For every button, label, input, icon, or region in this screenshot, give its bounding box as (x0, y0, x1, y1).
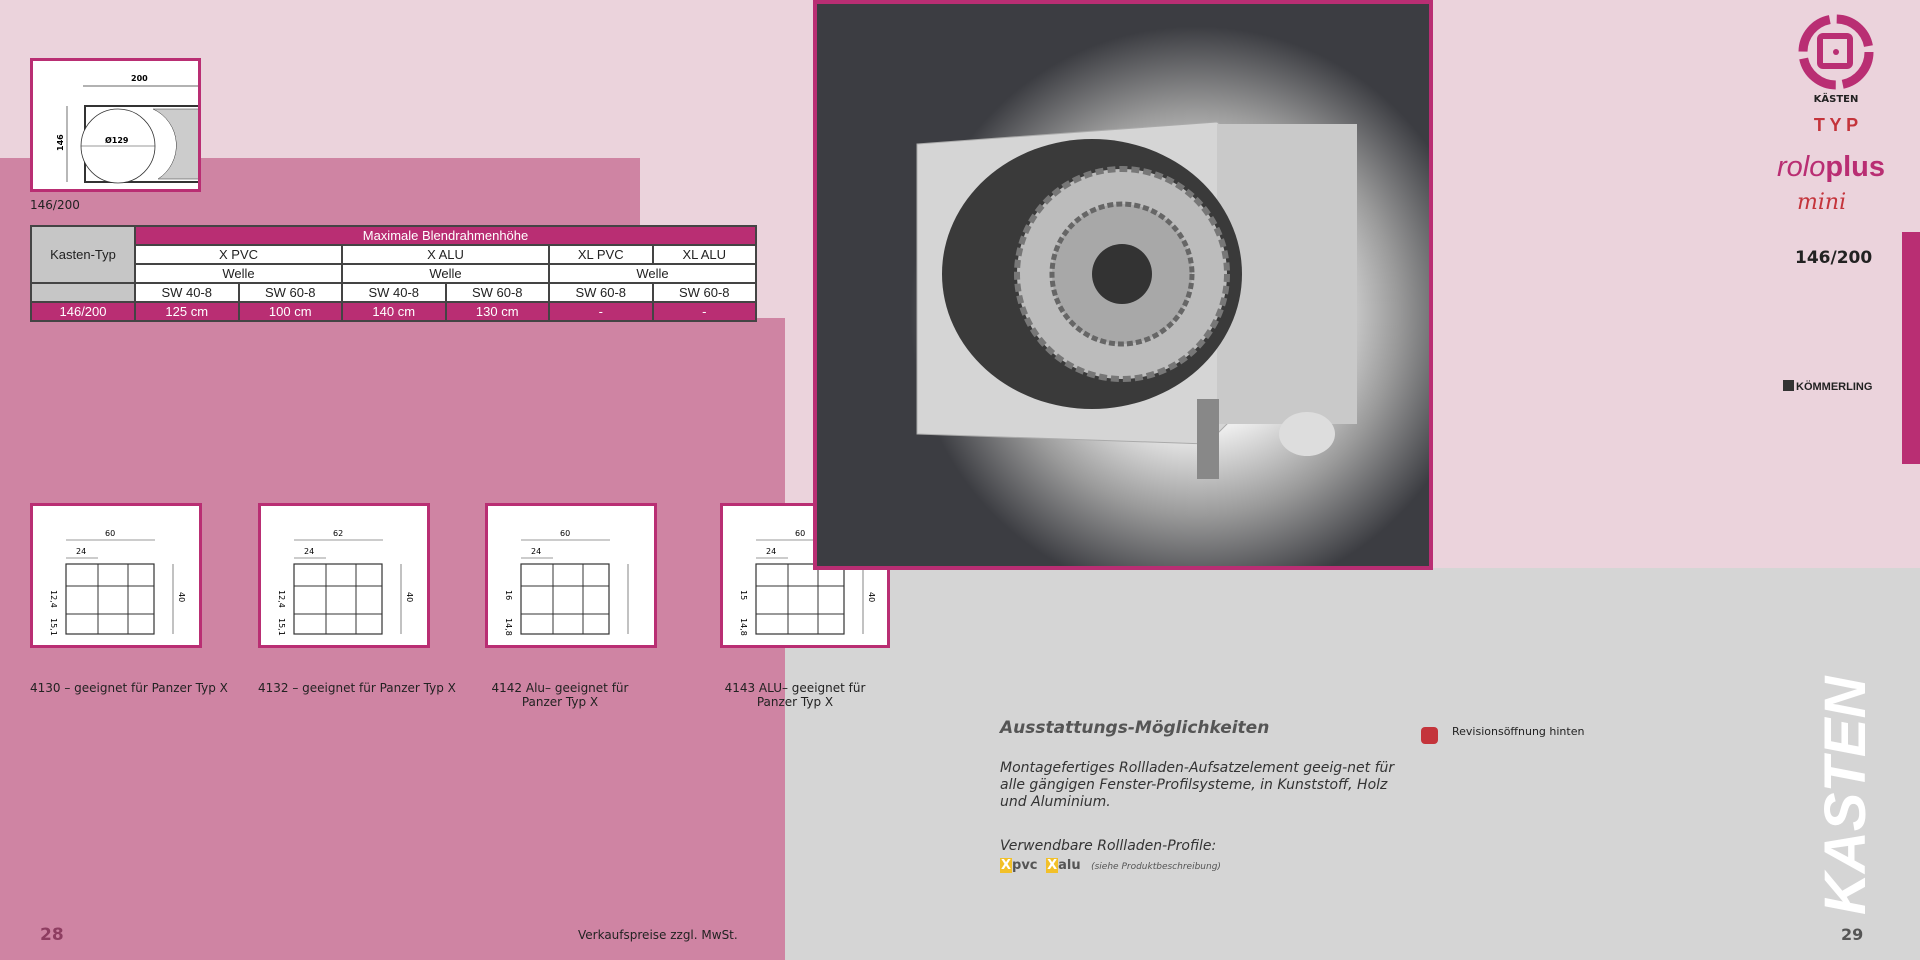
shaft-header: Welle (548, 263, 757, 284)
profile-inner-dim: 24 (304, 547, 314, 556)
product-photo (813, 0, 1433, 570)
sw-header: SW 40-8 (134, 282, 240, 303)
profile-a-dim: 12,4 (49, 590, 58, 608)
profile-caption: 4130 – geeignet für Panzer Typ X (30, 681, 228, 695)
profile-width-dim: 60 (105, 529, 115, 538)
row-value: 140 cm (341, 301, 447, 322)
sw-header: SW 40-8 (341, 282, 447, 303)
profile-height-dim: 40 (405, 592, 414, 602)
profile-a-dim: 12,4 (277, 590, 286, 608)
brand-kaesten: KÄSTEN (1813, 94, 1859, 105)
shaft-header: Welle (134, 263, 343, 284)
kommerling-logo: KÖMMERLING (1783, 380, 1872, 393)
height-dim: 146 (56, 134, 65, 151)
empty-cell (30, 282, 136, 303)
badge-alu: alu (1058, 858, 1081, 873)
badge-x: X (1046, 858, 1059, 873)
profile-header: XL ALU (651, 244, 757, 265)
sw-header: SW 60-8 (444, 282, 550, 303)
sw-header: SW 60-8 (548, 282, 654, 303)
section-title: Ausstattungs-Möglichkeiten (1000, 718, 1270, 738)
profile-header: XL PVC (548, 244, 654, 265)
width-dim: 200 (131, 74, 148, 83)
footer-note: Verkaufspreise zzgl. MwSt. (578, 928, 738, 942)
sw-header: SW 60-8 (237, 282, 343, 303)
brand-plus: plus (1825, 151, 1885, 183)
profile-badges: Xpvc Xalu (siehe Produktbeschreibung) (1000, 858, 1221, 873)
profile-b-dim: 15,1 (49, 618, 58, 636)
profile-inner-dim: 24 (76, 547, 86, 556)
profile-b-dim: 14,8 (739, 618, 748, 636)
profile-b-dim: 15,1 (277, 618, 286, 636)
kaesten-logo-icon (1798, 14, 1874, 90)
row-type: 146/200 (30, 301, 136, 322)
description: Montagefertiges Rollladen-Aufsatzelement… (1000, 760, 1395, 810)
shaft-header: Welle (341, 263, 550, 284)
profile-header: X ALU (341, 244, 550, 265)
profile-height-dim: 40 (867, 592, 876, 602)
profile-header: X PVC (134, 244, 343, 265)
max-frame-height-table: Kasten-Typ Maximale Blendrahmenhöhe X PV… (30, 225, 757, 322)
model-label: 146/200 (1795, 248, 1873, 268)
row-value: - (651, 301, 757, 322)
side-accent-bar (1902, 232, 1920, 464)
drawing-caption: 146/200 (30, 198, 80, 212)
sw-header: SW 60-8 (651, 282, 757, 303)
profile-drawing: 60 24 40 12,4 15,1 (30, 503, 202, 648)
row-value: 125 cm (134, 301, 240, 322)
kommerling-name: KÖMMERLING (1796, 381, 1873, 393)
profile-width-dim: 62 (333, 529, 343, 538)
profile-inner-dim: 24 (531, 547, 541, 556)
row-value: - (548, 301, 654, 322)
brand-rolo: rolo (1777, 151, 1826, 183)
brand-typ: T Y P (1813, 115, 1859, 135)
vertical-title: KASTEN (1813, 676, 1878, 915)
profile-width-dim: 60 (795, 529, 805, 538)
profile-a-dim: 15 (739, 590, 748, 600)
right-gray-panel (785, 568, 1920, 960)
feature-label: Revisionsöffnung hinten (1452, 725, 1585, 738)
group-header: Maximale Blendrahmenhöhe (134, 225, 757, 246)
brand-roloplus: roloplus (1777, 150, 1885, 184)
profiles-note: (siehe Produktbeschreibung) (1091, 862, 1221, 872)
profiles-label: Verwendbare Rollladen-Profile: (1000, 838, 1217, 854)
row-value: 100 cm (237, 301, 343, 322)
profile-drawing: 60 24 16 14,8 (485, 503, 657, 648)
box-section-drawing: 200 Ø129 146 (30, 58, 205, 192)
diameter-dim: Ø129 (105, 135, 129, 145)
corner-header: Kasten-Typ (30, 225, 136, 284)
badge-x: X (1000, 858, 1013, 873)
brand-mini: mini (1797, 190, 1847, 215)
profile-caption: 4143 ALU– geeignet für Panzer Typ X (724, 681, 866, 709)
profile-drawing: 62 24 40 12,4 15,1 (258, 503, 430, 648)
feature-marker-icon (1421, 727, 1438, 744)
row-value: 130 cm (444, 301, 550, 322)
profile-b-dim: 14,8 (504, 618, 513, 636)
profile-a-dim: 16 (504, 590, 513, 600)
kommerling-mark-icon (1783, 380, 1794, 391)
profile-width-dim: 60 (560, 529, 570, 538)
badge-pvc: pvc (1012, 858, 1038, 873)
profile-inner-dim: 24 (766, 547, 776, 556)
profile-height-dim: 40 (177, 592, 186, 602)
page-number-right: 29 (1841, 925, 1864, 944)
page-number-left: 28 (40, 925, 64, 945)
profile-caption: 4142 Alu– geeignet für Panzer Typ X (491, 681, 629, 709)
profile-caption: 4132 – geeignet für Panzer Typ X (258, 681, 456, 695)
